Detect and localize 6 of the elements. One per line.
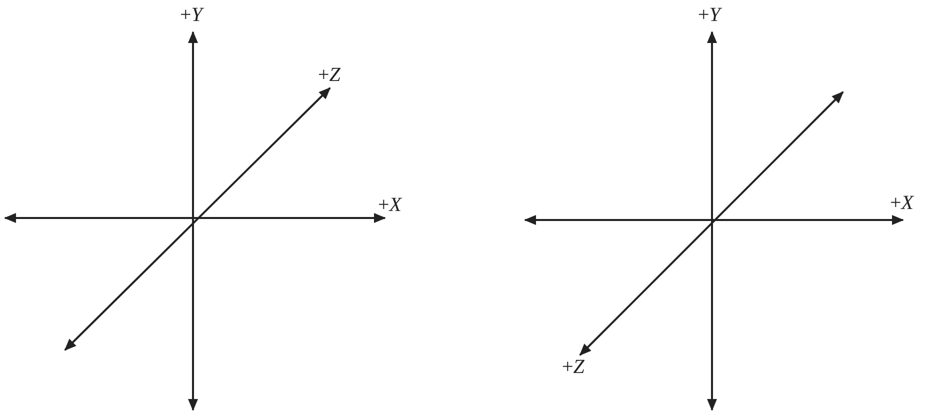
axis-label: +X xyxy=(890,192,914,214)
axis-label: +Y xyxy=(180,4,202,26)
axis-label: +Y xyxy=(698,4,720,26)
axis-label: +Z xyxy=(562,356,584,378)
axis-label: +Z xyxy=(318,64,340,86)
axis-label: +X xyxy=(378,194,402,216)
